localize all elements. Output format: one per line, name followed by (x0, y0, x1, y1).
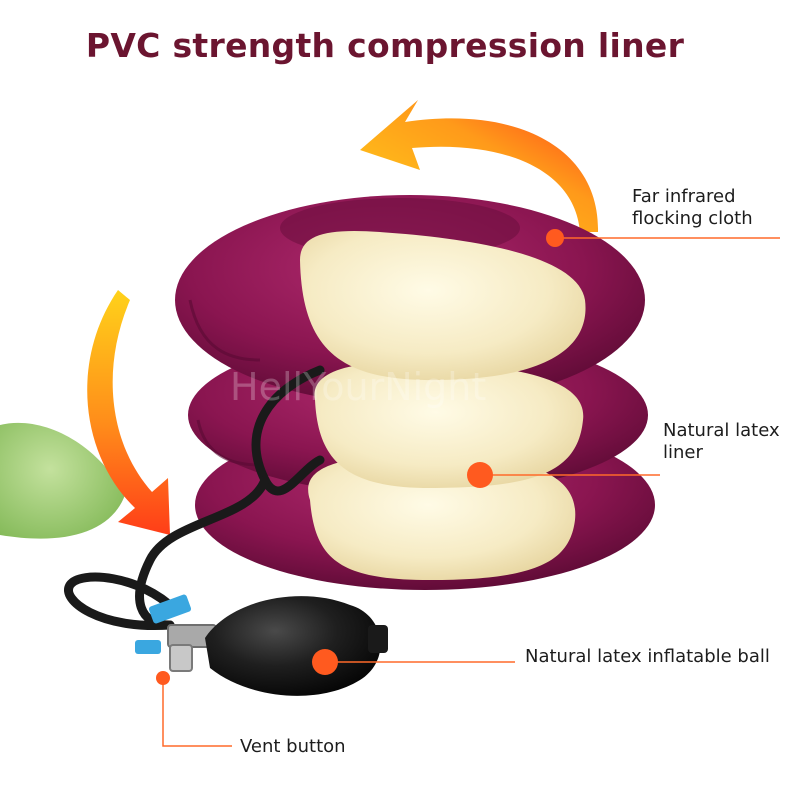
page-title: PVC strength compression liner (85, 26, 685, 65)
leaf-decoration (0, 422, 125, 539)
top-rotation-arrow (360, 100, 599, 232)
latex-liner-callout-dot (467, 462, 493, 488)
latex-liner-callout-label: Natural latex liner (663, 420, 780, 464)
air-hose (64, 365, 325, 631)
latex-liner (300, 230, 586, 580)
flocking-callout-label: Far infrared flocking cloth (632, 186, 753, 230)
watermark-text: HellYourNight (230, 365, 486, 409)
flocking-callout-dot (546, 229, 564, 247)
left-rotation-arrow (87, 290, 170, 535)
vent-button-callout-label: Vent button (240, 736, 346, 758)
latex-liner-callout-line2: liner (663, 442, 703, 463)
vent-button-callout-dot (156, 671, 170, 685)
inflatable-ball-callout-dot (312, 649, 338, 675)
flocking-callout-line1: Far infrared (632, 186, 736, 207)
hose-clip[interactable] (148, 594, 192, 625)
inflatable-ball-callout-label: Natural latex inflatable ball (525, 646, 770, 668)
callout-lines (162, 237, 780, 747)
flocking-callout-line2: flocking cloth (632, 208, 753, 229)
vent-button-callout-text: Vent button (240, 736, 346, 757)
latex-liner-callout-line1: Natural latex (663, 420, 780, 441)
inflatable-ball[interactable] (205, 596, 381, 696)
inflatable-ball-callout-text: Natural latex inflatable ball (525, 646, 770, 667)
